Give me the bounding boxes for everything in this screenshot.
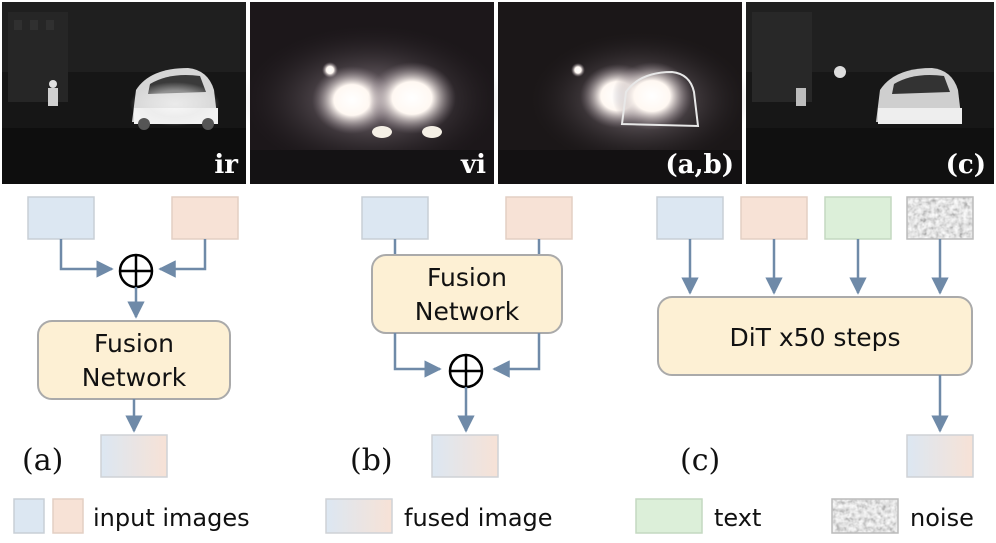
fused-output-box (906, 434, 974, 478)
sum-icon (448, 353, 484, 389)
vi-input-box (171, 196, 239, 240)
legend-fused-swatch (325, 498, 393, 534)
photo-c (746, 2, 994, 184)
arrow-network-left-to-sum (393, 333, 442, 378)
arrow-vi-to-sum (158, 239, 207, 278)
photo-ir-label: ir (214, 150, 238, 180)
fused-output-box (100, 434, 168, 478)
legend-noise-swatch (831, 498, 899, 534)
legend-fused-label: fused image (404, 504, 553, 532)
vi-input-box (740, 196, 808, 240)
ir-input-box (656, 196, 724, 240)
vi-input-box (505, 196, 573, 240)
legend-ir-swatch (13, 498, 45, 534)
dit-block (657, 296, 973, 376)
photo-ir (2, 2, 246, 184)
panel-a-caption: (a) (22, 443, 63, 478)
legend-text-swatch (635, 498, 703, 534)
panel-a: Fusion Network (a) (22, 196, 239, 478)
fused-output-box (431, 434, 499, 478)
ir-input-box (361, 196, 429, 240)
sum-icon (118, 253, 154, 289)
ir-input-box (27, 196, 95, 240)
text-input-box (824, 196, 892, 240)
arrow-network-right-to-sum (492, 333, 541, 378)
fusion-network-line1: Fusion (427, 263, 507, 292)
photo-ab (498, 2, 750, 184)
photo-vi (242, 2, 502, 184)
legend-vi-swatch (52, 498, 84, 534)
fusion-network-line1: Fusion (94, 329, 174, 358)
fusion-network-block (371, 254, 563, 334)
photo-ab-label: (a,b) (665, 150, 734, 180)
photo-c-label: (c) (946, 150, 986, 180)
legend-text-label: text (714, 504, 761, 532)
panel-c: DiT x50 steps (c) (656, 196, 974, 478)
legend: input images fused image text noise (13, 498, 974, 534)
dit-block-label: DiT x50 steps (729, 323, 900, 352)
fusion-network-line2: Network (415, 297, 520, 326)
photo-vi-label: vi (460, 150, 486, 180)
legend-input-label: input images (93, 504, 250, 532)
arrow-ir-to-sum (59, 239, 114, 278)
panel-b: Fusion Network (b) (350, 196, 573, 478)
panel-c-caption: (c) (680, 443, 720, 478)
fusion-network-line2: Network (82, 363, 187, 392)
panel-b-caption: (b) (350, 443, 393, 478)
legend-noise-label: noise (910, 504, 974, 532)
noise-input-box (906, 196, 974, 240)
